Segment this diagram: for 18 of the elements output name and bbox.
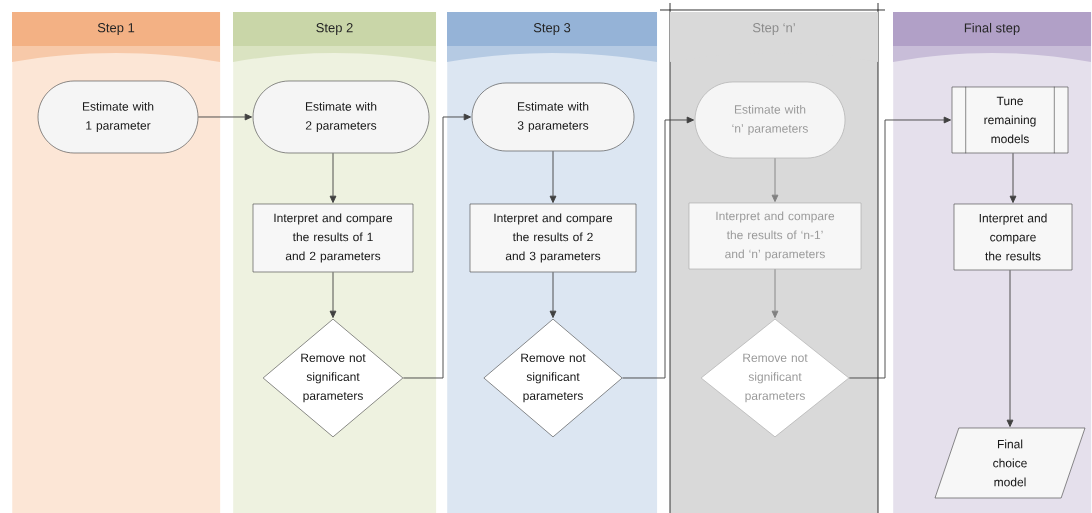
lane-header: Final step (893, 12, 1091, 62)
lane-header: Step 2 (233, 12, 436, 62)
arrow (402, 113, 472, 379)
arrow (549, 150, 557, 203)
output-parallelogram: Final choice model (934, 427, 1086, 499)
arrow (848, 116, 952, 379)
process-box: Interpret and compare the results of 2 and 3 parameters (469, 203, 637, 273)
lane-header: Step 1 (12, 12, 220, 62)
arrow (329, 152, 337, 203)
process-box: Interpret and compare the results of 1 and 2 parameters (252, 203, 414, 273)
arrow (549, 271, 557, 318)
predefined-process-box: Tune remaining models (951, 86, 1069, 154)
arrow (1006, 269, 1014, 427)
process-box: Interpret and compare the results (953, 203, 1073, 271)
arrow (1009, 152, 1017, 203)
arrow (329, 271, 337, 318)
lane-header: Step 3 (447, 12, 657, 62)
arrow (197, 113, 253, 121)
